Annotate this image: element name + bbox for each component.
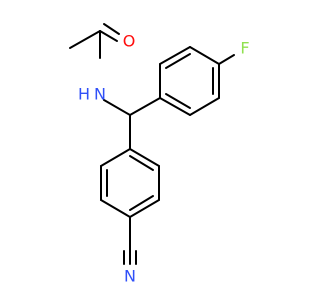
f-ring-bond-5	[189, 97, 220, 116]
f-ring-bond-2	[159, 46, 191, 65]
f-ring-bond-3	[189, 46, 220, 65]
ch-fluorophenyl-bond	[129, 97, 161, 116]
fluorine-label: F	[240, 39, 249, 58]
structure-canvas: O H N F N	[0, 0, 300, 300]
nitrile-n-label: N	[124, 267, 136, 286]
f-ring-inner-1	[165, 53, 191, 69]
carbonyl-double-bond-a	[99, 30, 118, 42]
c-ring-inner-2	[129, 195, 154, 211]
f-ring-bond-6	[159, 97, 191, 116]
atom-labels: O H N F N	[78, 32, 250, 286]
amide-h-label: H	[78, 85, 90, 104]
carbonyl-double-bond-b	[103, 23, 120, 35]
f-ring-inner-3	[165, 93, 191, 109]
molecule-structure: O H N F N	[0, 0, 300, 300]
amide-n-label: N	[94, 85, 106, 104]
c-ring-bond-1	[100, 148, 131, 167]
c-ring-inner-3	[129, 155, 154, 171]
nitrogen-ch-bond	[103, 99, 131, 116]
background	[0, 0, 300, 300]
methyl-carbonyl-bond	[69, 30, 101, 49]
c-ring-bond-3	[100, 199, 131, 218]
ring-fluorine-bond	[218, 54, 235, 65]
c-ring-bond-6	[129, 148, 160, 167]
c-ring-bond-4	[129, 199, 160, 218]
oxygen-label: O	[123, 32, 136, 51]
bonds	[69, 23, 235, 265]
